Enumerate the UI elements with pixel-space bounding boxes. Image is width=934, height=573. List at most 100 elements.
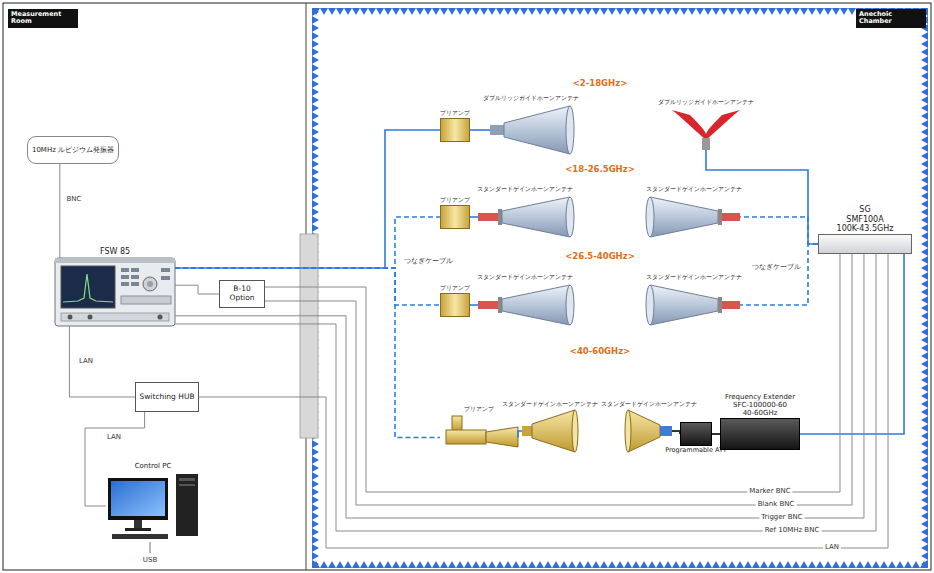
spectrum-analyzer-drawing [131,268,139,272]
cable-note: つなぎケーブル [752,264,801,272]
text-group: プリアンプ [440,110,470,117]
node-text: プリアンプ [464,406,494,413]
edge-label: LAN [105,434,123,442]
horn-antenna: スタンダードゲインホーンアンテナ [522,410,577,452]
text-group: Anechoic Chamber [856,9,926,28]
spectrum-analyzer-drawing [161,268,170,272]
signal-cable [85,412,145,506]
ridged-antenna [702,138,710,150]
node-text: 10MHz ルビジウム発振器 [32,146,114,154]
horn-antenna: スタンダードゲインホーンアンテナ [478,195,572,239]
horn-antenna [625,410,631,452]
ridged-antenna: ダブルリッジガイドホーンアンテナ [672,108,740,150]
signal-cable [69,326,135,397]
edge-label: Trigger BNC [759,514,804,522]
computer-drawing [176,474,198,536]
signal-cable [175,285,219,294]
horn-antenna [646,285,654,325]
horn-antenna [566,285,574,325]
text-group: スタンダードゲインホーンアンテナ [646,274,742,281]
computer-drawing [108,474,198,553]
horn-antenna: スタンダードゲインホーンアンテナ [626,410,672,452]
node-text: 100K-43.5GHz [837,224,894,233]
spectrum-analyzer-drawing [121,275,129,279]
computer-drawing [125,528,151,531]
node-text: B-10 Option [222,285,262,302]
rf-cable [518,431,522,438]
node-text: Control PC [135,462,172,470]
text-group: プリアンプ [440,285,470,292]
computer-drawing [179,484,195,486]
horn-antenna [718,297,722,313]
spectrum-analyzer-drawing [63,274,113,302]
text-group: プリアンプ [440,197,470,204]
text-group: SGSMF100A100K-43.5GHz [837,205,894,233]
text-group: スタンダードゲインホーンアンテナ [601,401,697,408]
frequency-extender: Frequency ExtenderSFC-100000-6040-60GHz [720,418,800,450]
chamber-border [312,8,928,16]
horn-antenna: スタンダードゲインホーンアンテナ [478,283,572,327]
horn-antenna [478,213,498,221]
text-group: Measurement Room [8,9,78,28]
computer-drawing [150,542,151,553]
node-text: スタンダードゲインホーンアンテナ [477,274,573,281]
text-group: 10MHz ルビジウム発振器 [30,146,116,154]
signal-generator: SGSMF100A100K-43.5GHz [818,234,912,254]
preamp: プリアンプ [440,118,470,142]
spectrum-analyzer-drawing [61,266,115,308]
node-text: スタンダードゲインホーンアンテナ [601,401,697,408]
signal-cable [672,431,680,434]
rf-cable [470,216,478,218]
node-text: 40-60GHz [725,409,795,417]
band-label: <2-18GHz> [573,79,628,88]
horn-antenna [660,426,672,436]
rf-cable [740,217,818,244]
text-group: スタンダードゲインホーンアンテナ [477,274,573,281]
spectrum-analyzer-drawing [147,281,153,287]
chamber-border [312,560,928,568]
horn-antenna: スタンダードゲインホーンアンテナ [648,283,740,327]
chamber-border [920,8,928,568]
signal-cable [199,254,888,548]
rf-cable [706,150,818,244]
rf-cable [740,244,818,305]
spectrum-analyzer-drawing [68,315,73,320]
horn-antenna [490,125,504,135]
preamp: プリアンプ [440,205,470,229]
text-group: ダブルリッジガイドホーンアンテナ [658,99,754,106]
node-text: ダブルリッジガイドホーンアンテナ [658,99,754,106]
rf-cable [470,129,490,131]
spectrum-analyzer-drawing [121,282,129,286]
edge-label: LAN [77,358,95,366]
control-pc: Control PC [106,472,200,540]
computer-drawing [111,481,165,516]
horn-antenna [478,197,740,325]
spectrum-analyzer: FSW 85 [55,258,175,326]
node-text: プリアンプ [440,197,470,204]
computer-drawing [134,520,142,528]
horn-antenna: ダブルリッジガイドホーンアンテナ [490,104,572,156]
horn-antenna [498,209,502,225]
node-text: ダブルリッジガイドホーンアンテナ [483,95,579,102]
spectrum-analyzer-drawing [88,315,93,320]
horn-antenna [722,213,740,221]
frame [3,3,931,570]
spectrum-analyzer-drawing [121,296,171,304]
node-text: Anechoic Chamber [859,11,923,26]
oscillator-box: 10MHz ルビジウム発振器 [27,136,119,164]
waveguide-amplifier [446,430,486,444]
node-text: SFC-100000-60 [725,401,795,409]
horn-antenna [504,106,570,154]
rf-cable [175,217,440,268]
attenuator: Programmable ATT [680,422,712,446]
text-group: FSW 85 [100,247,130,256]
chamber-panel: Anechoic Chamberプリアンプダブルリッジガイドホーンアンテナダブル… [312,4,930,569]
horn-antenna [522,410,672,452]
rf-cable [175,268,440,305]
text-group: プリアンプ [464,406,494,413]
horn-antenna [566,197,574,237]
waveguide-amplifier [486,427,518,447]
text-group: Switching HUB [137,393,196,402]
